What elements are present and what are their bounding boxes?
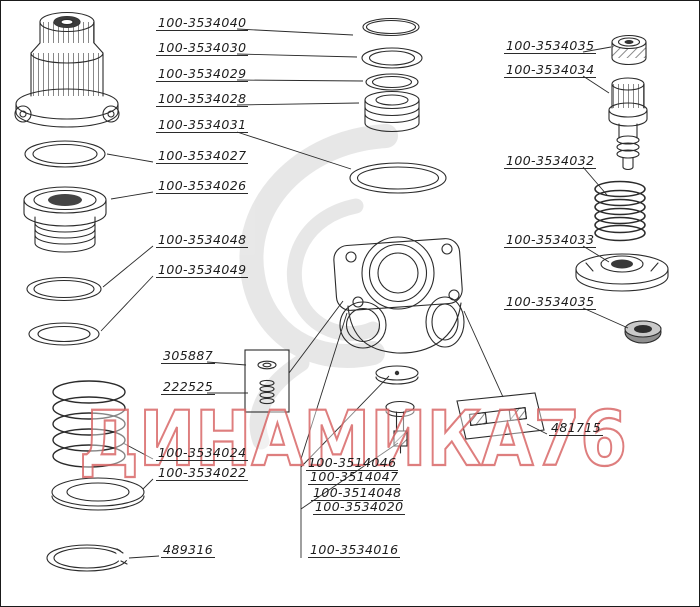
part-label-3534035-top: 100-3534035 (504, 38, 597, 54)
small-ring-part (624, 320, 662, 344)
part-label-3534031: 100-3534031 (156, 117, 249, 133)
cap-part (611, 34, 647, 66)
spring-part-right (594, 180, 646, 242)
part-label-3534035-bottom: 100-3534035 (504, 294, 597, 310)
seal-ring-part (24, 140, 106, 168)
piston-part (608, 77, 648, 171)
part-label-3534016: 100-3534016 (308, 542, 401, 558)
part-label-3534020: 100-3534020 (313, 499, 406, 515)
spring-part-left (52, 380, 126, 468)
part-label-305887: 305887 (161, 348, 216, 364)
part-label-3534049: 100-3534049 (156, 262, 249, 278)
part-label-3534022: 100-3534022 (156, 465, 249, 481)
part-label-3534048: 100-3534048 (156, 232, 249, 248)
part-label-3534028: 100-3534028 (156, 91, 249, 107)
spring-seat-part (575, 253, 669, 292)
part-label-3534032: 100-3534032 (504, 153, 597, 169)
part-label-3534029: 100-3534029 (156, 66, 249, 82)
threaded-bushing-part (23, 186, 107, 253)
part-label-3534027: 100-3534027 (156, 148, 249, 164)
ring-stack-part (361, 17, 423, 91)
grooved-sleeve-part (364, 90, 420, 133)
stud-part (456, 392, 545, 440)
detail-box-part (244, 349, 290, 413)
part-label-3534026: 100-3534026 (156, 178, 249, 194)
o-ring-part (349, 162, 447, 194)
part-label-3534030: 100-3534030 (156, 40, 249, 56)
part-label-222525: 222525 (161, 379, 216, 395)
valve-body-part (333, 236, 465, 354)
washer-part (51, 477, 145, 511)
part-label-3514046: 100-3514046 (306, 455, 399, 471)
watermark-text: ДИНАМИКА76 (79, 394, 627, 483)
part-label-3514047: 100-3514047 (308, 469, 401, 485)
part-label-3534033: 100-3534033 (504, 232, 597, 248)
valve-poppet-part (385, 400, 415, 454)
disc-part (375, 365, 419, 385)
part-label-3534040: 100-3534040 (156, 15, 249, 31)
part-label-3534034: 100-3534034 (504, 62, 597, 78)
part-label-481715: 481715 (549, 420, 604, 436)
part-label-3534024: 100-3534024 (156, 445, 249, 461)
leader-lines (100, 28, 629, 559)
part-label-489316: 489316 (161, 542, 216, 558)
cover-housing-part (14, 11, 120, 128)
snap-ring-part (46, 544, 137, 572)
part-label-3514048: 100-3514048 (311, 485, 404, 501)
thin-ring-part (26, 276, 102, 346)
